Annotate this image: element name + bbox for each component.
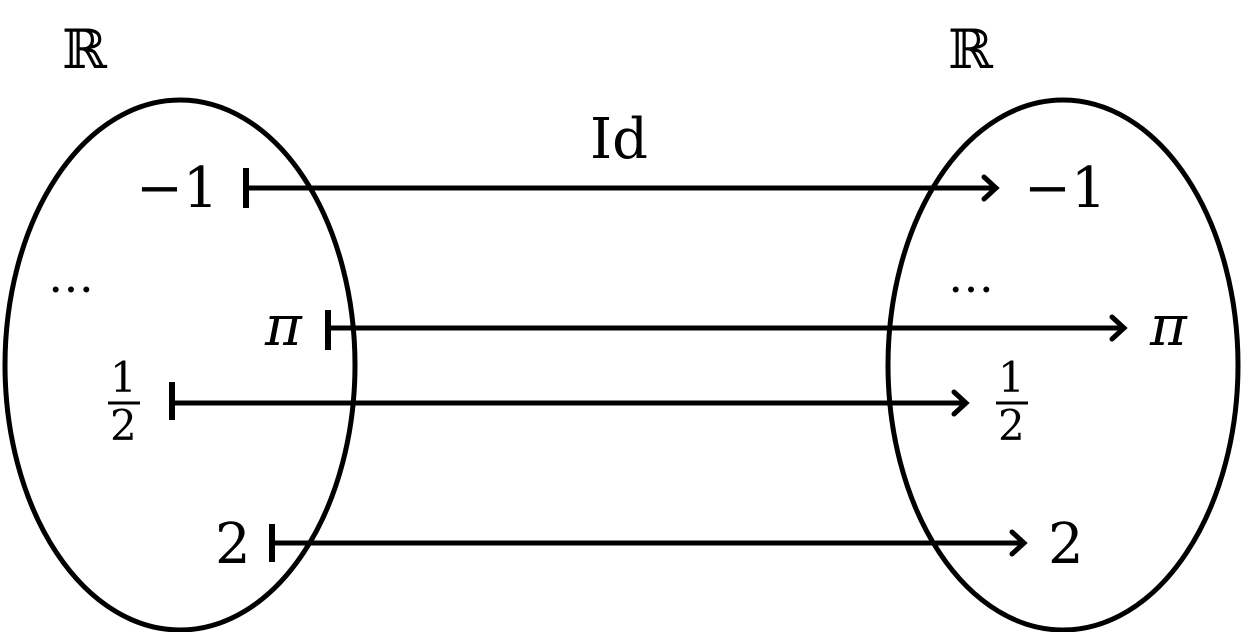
source-fraction-denominator: 2	[110, 401, 137, 450]
source-element-pi: π	[264, 294, 303, 359]
arrow-head-neg-one	[981, 174, 1000, 202]
right-ellipsis: …	[948, 249, 1000, 303]
target-element-neg-one: −1	[1024, 156, 1107, 221]
left-set-label: ℝ	[62, 18, 108, 81]
map-label: Id	[590, 107, 648, 172]
right-set-ellipse	[885, 97, 1241, 632]
mapping-one-half: 1 2 1 2	[108, 353, 1028, 450]
mapping-pi: π π	[264, 294, 1188, 359]
arrow-head-two	[1009, 529, 1028, 557]
source-element-two: 2	[215, 512, 251, 577]
source-fraction-numerator: 1	[110, 353, 137, 402]
mapping-neg-one: −1 −1	[136, 156, 1107, 221]
arrow-head-one-half	[951, 389, 970, 417]
target-fraction-numerator: 1	[998, 353, 1025, 402]
mapping-two: 2 2	[215, 512, 1084, 577]
arrow-head-pi	[1109, 314, 1128, 342]
target-element-two: 2	[1048, 512, 1084, 577]
source-element-neg-one: −1	[136, 156, 219, 221]
right-set-label: ℝ	[948, 18, 994, 81]
target-element-pi: π	[1149, 294, 1188, 359]
left-ellipsis: …	[48, 249, 100, 303]
target-fraction-denominator: 2	[998, 401, 1025, 450]
left-set-ellipse	[2, 97, 358, 632]
